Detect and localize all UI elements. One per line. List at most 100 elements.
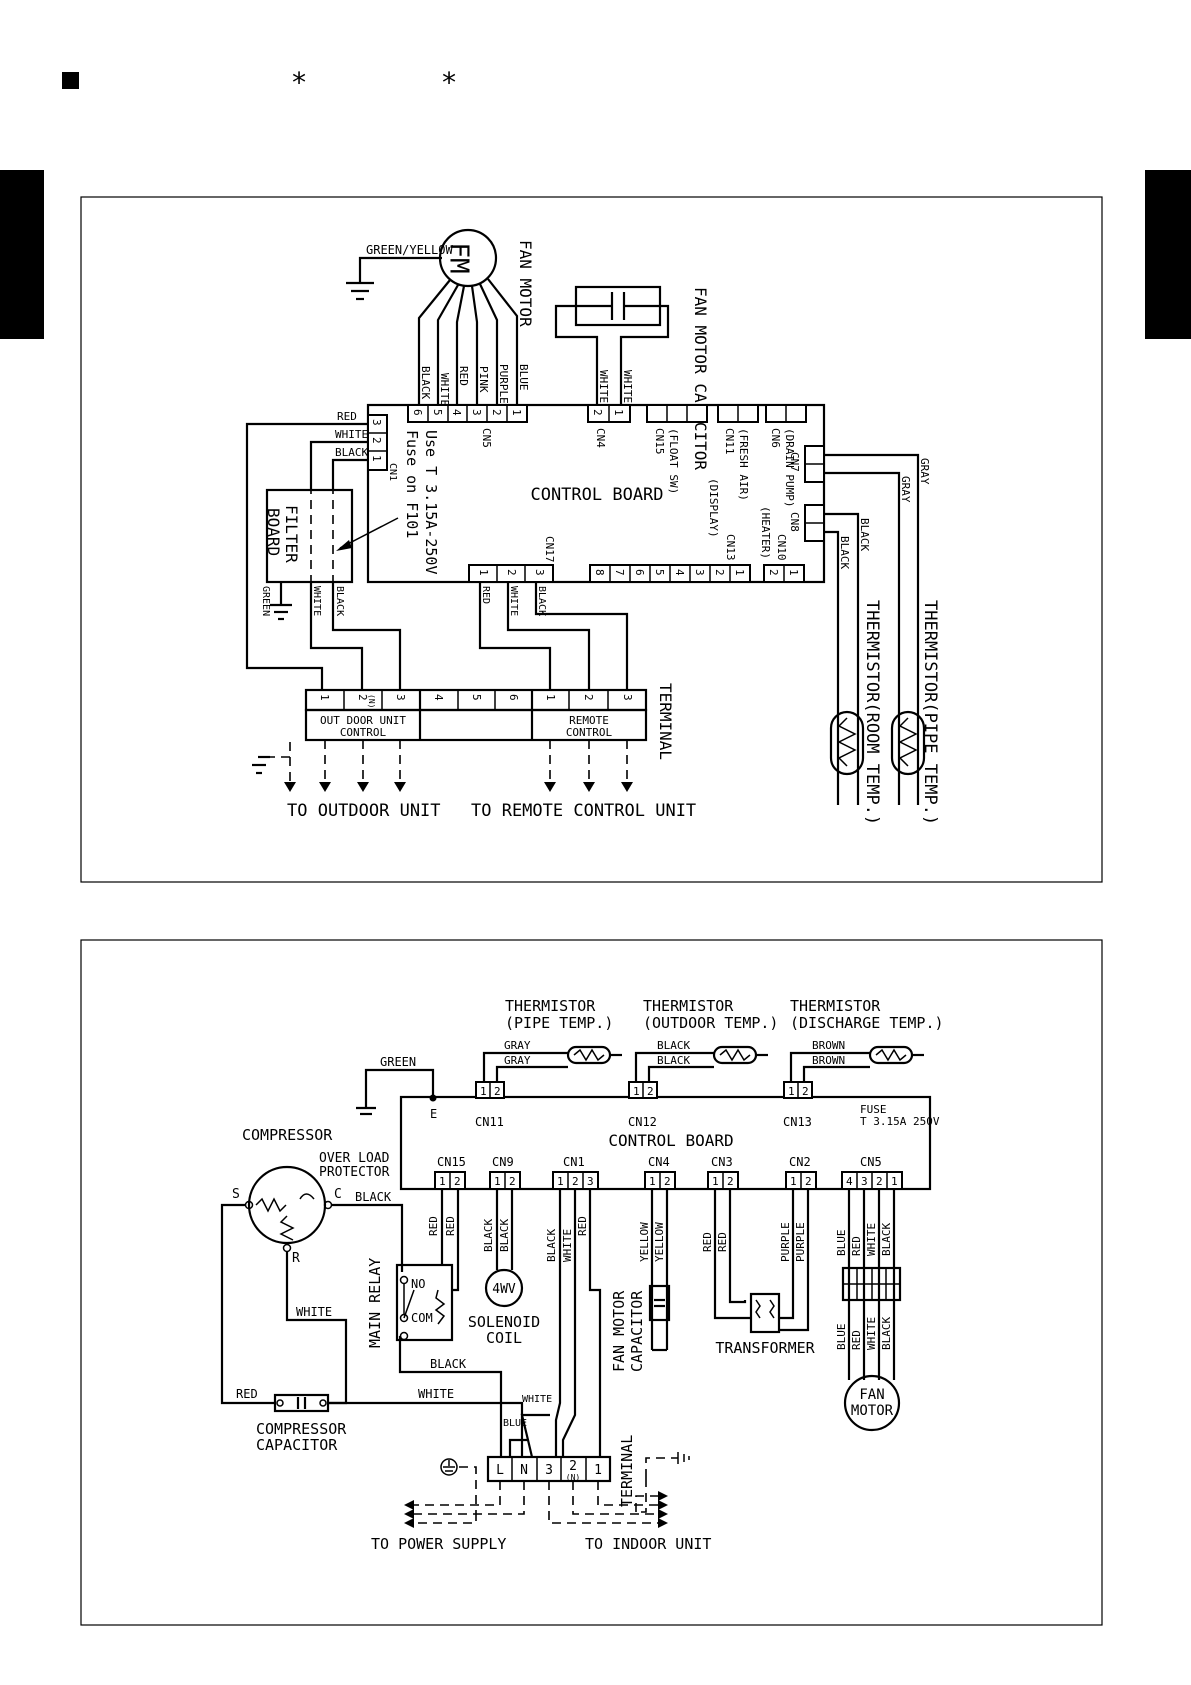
fan-motor-ground-wire: GREEN/YELLOW: [366, 243, 453, 257]
pin-label: 5: [653, 569, 666, 576]
indoor-terminal-title: TERMINAL: [656, 683, 675, 760]
cn15-wire: RED: [427, 1216, 440, 1236]
main-relay: NO COM MAIN RELAY BLACK: [366, 1258, 503, 1457]
pin-label: 4: [673, 569, 686, 576]
outdoor-cn9-label: CN9: [492, 1155, 514, 1169]
compressor-r: R: [292, 1251, 300, 1266]
pin-label: 3: [370, 419, 383, 426]
to-power-supply-label: TO POWER SUPPLY: [371, 1535, 506, 1553]
cn1-label: CN1: [387, 463, 398, 481]
solenoid-label-1: SOLENOID: [468, 1313, 540, 1331]
filter-wire-white: WHITE: [311, 586, 322, 616]
cn5-wire: BLACK: [880, 1223, 893, 1256]
cn13-connector: 8 7 6 5 4 3 2 1 CN13 (DISPLAY): [589, 478, 751, 583]
svg-text:2: 2: [727, 1175, 734, 1188]
svg-text:2: 2: [572, 1175, 579, 1188]
compressor-capacitor-label-1: COMPRESSOR: [256, 1420, 347, 1438]
cn7-label: CN7: [788, 452, 801, 472]
compressor-s: S: [232, 1187, 240, 1202]
cn9-wire: BLACK: [482, 1219, 495, 1252]
pin-label: 2: [591, 409, 604, 416]
transformer: RED RED PURPLE PURPLE TRANSFORMER: [701, 1189, 816, 1357]
relay-wire-black: BLACK: [430, 1357, 467, 1371]
cn1-wire-white: WHITE: [335, 428, 368, 441]
cn3-wire: RED: [701, 1232, 714, 1252]
thermistor-pipe-temp: GRAY GRAY THERMISTOR(PIPE TEMP.): [824, 453, 940, 825]
fan-motor-wire-labels: BLACK WHITE RED PINK PURPLE BLUE: [419, 364, 530, 406]
svg-text:1: 1: [494, 1175, 501, 1188]
cn5-wire: WHITE: [865, 1317, 878, 1350]
svg-text:2: 2: [802, 1085, 809, 1098]
remote-control-label-2: CONTROL: [566, 726, 613, 739]
wire-label: BLUE: [517, 364, 530, 391]
outdoor-terminal-block: L N 3 2 1 (N) TERMINAL: [486, 1435, 636, 1507]
thermistor-1-title: THERMISTOR: [505, 997, 596, 1015]
cn9-wire: BLACK: [498, 1219, 511, 1252]
cn10-label: CN10: [775, 534, 788, 561]
cn5-wire: BLUE: [835, 1324, 848, 1351]
pin-label: 2: [876, 1175, 883, 1188]
thermistor-room-temp: BLACK BLACK THERMISTOR(ROOM TEMP.): [824, 512, 882, 825]
terminal-pin: L: [496, 1463, 504, 1478]
svg-text:1: 1: [633, 1085, 640, 1098]
wire-label: WHITE: [438, 373, 451, 406]
outdoor-cn15-label: CN15: [437, 1155, 466, 1169]
cn15-label: CN15: [653, 428, 666, 455]
cn17-label: CN17: [543, 536, 556, 563]
pin-label: 2: [767, 569, 780, 576]
thermistor-wire: BROWN: [812, 1054, 845, 1067]
pin-label: 1: [370, 455, 383, 462]
svg-text:3: 3: [587, 1175, 594, 1188]
fan-capacitor-label-1: FAN MOTOR: [610, 1290, 628, 1372]
cn13-note: (DISPLAY): [707, 478, 720, 538]
outdoor-fuse-label: FUSE: [860, 1103, 887, 1116]
outdoor-cn1-label: CN1: [563, 1155, 585, 1169]
cn11-note: (FRESH AIR): [737, 428, 750, 501]
cn6-label: CN6: [769, 428, 782, 448]
outdoor-ground-label: GREEN: [380, 1055, 416, 1069]
pin-label: 7: [613, 569, 626, 576]
thermistor-pipe-wire: GRAY: [899, 476, 912, 503]
fuse-note-line-2: Fuse on F101: [403, 430, 421, 538]
capacitor-wire-white: WHITE: [418, 1387, 454, 1401]
cn13-label: CN13: [724, 534, 737, 561]
indoor-terminal-block: 1 2 3 4 5 6 1 2 3 (N) OUT DOOR UNIT CONT…: [304, 683, 675, 760]
indoor-cn1-wiring: RED WHITE BLACK: [245, 410, 368, 690]
fan-capacitor-title: FAN MOTOR CAPACITOR: [691, 287, 710, 470]
to-indoor-unit-label: TO INDOOR UNIT: [585, 1535, 711, 1553]
cn10-note: (HEATER): [759, 506, 772, 559]
thermistor-3-sub: (DISCHARGE TEMP.): [790, 1014, 944, 1032]
svg-text:1: 1: [439, 1175, 446, 1188]
pin-label: 2: [490, 409, 503, 416]
cn5-wire: BLACK: [880, 1317, 893, 1350]
header-mark-2: *: [441, 66, 458, 99]
cn5-wire: WHITE: [865, 1223, 878, 1256]
cn4-wire: YELLOW: [638, 1222, 651, 1262]
outdoor-ground: GREEN E: [356, 1055, 437, 1121]
cn17-wire-red: RED: [480, 586, 491, 604]
compressor-c: C: [334, 1187, 342, 1202]
thermistor-1-sub: (PIPE TEMP.): [505, 1014, 613, 1032]
filter-board-label-2: BOARD: [264, 508, 283, 556]
pin-label: 2: [370, 437, 383, 444]
cn17-wiring: RED WHITE BLACK: [478, 582, 629, 690]
svg-text:1: 1: [557, 1175, 564, 1188]
cn5-connector: 6 5 4 3 2 1 CN5: [407, 404, 528, 448]
terminal-pin: 2: [569, 1459, 577, 1474]
cn2-wire: PURPLE: [794, 1222, 807, 1262]
thermistor-room-wire: BLACK: [838, 536, 851, 569]
thermistor-room-wire: BLACK: [858, 518, 871, 551]
outdoor-cn1-wiring: BLACK WHITE RED WHITE BLUE: [503, 1189, 602, 1458]
pin-label: 1: [510, 409, 523, 416]
pin-label: 6: [633, 569, 646, 576]
svg-text:2: 2: [664, 1175, 671, 1188]
wire-label: WHITE: [621, 370, 634, 403]
cn5-wire: RED: [850, 1330, 863, 1350]
terminal-pin: 4: [432, 694, 445, 701]
pin-label: 1: [891, 1175, 898, 1188]
filter-board-label-1: FILTER: [282, 505, 301, 563]
compressor-wire-black: BLACK: [355, 1190, 392, 1204]
cn8-label: CN8: [788, 512, 801, 532]
cn11-label: CN11: [723, 428, 736, 455]
